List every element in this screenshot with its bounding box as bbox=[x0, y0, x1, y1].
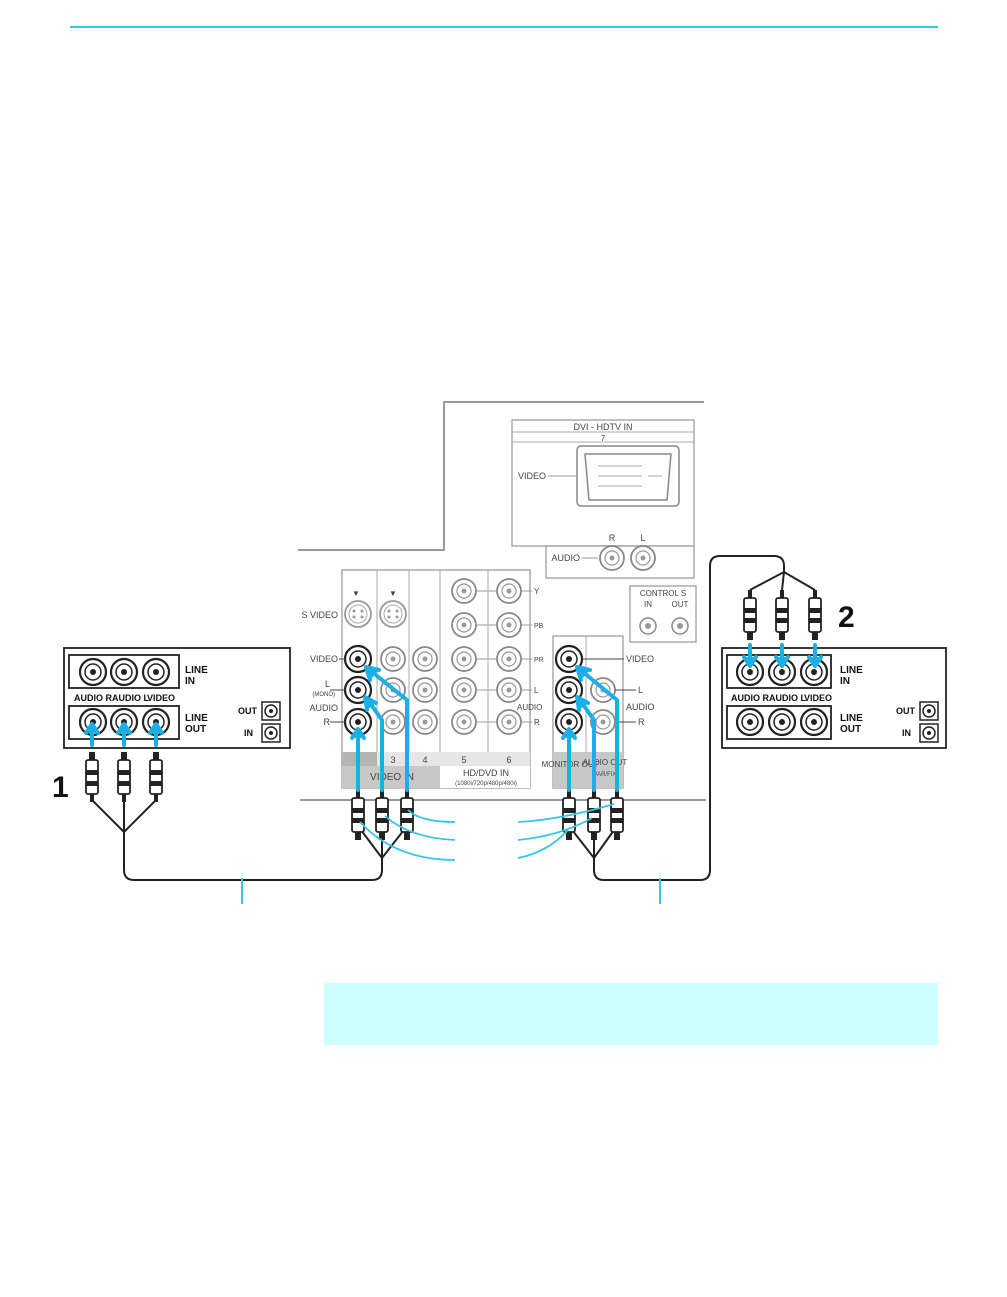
audio-out-label: AUDIO OUT bbox=[583, 758, 628, 767]
step-2-number: 2 bbox=[838, 601, 855, 634]
left-plug-video bbox=[150, 752, 162, 802]
dvi-hdtv-section: DVI - HDTV IN 7 VIDEO R L AUDIO bbox=[512, 420, 694, 578]
left-line-in-2: IN bbox=[185, 676, 195, 687]
right-line-out-2: OUT bbox=[840, 724, 861, 735]
right-in-label: IN bbox=[902, 728, 911, 738]
dvi-r-label: R bbox=[609, 533, 616, 543]
left-audio-r-label: AUDIO R bbox=[74, 693, 113, 703]
col-3-label: 3 bbox=[390, 755, 395, 765]
right-plug-video bbox=[809, 590, 821, 640]
left-line-out-1: LINE bbox=[185, 713, 208, 724]
hd-l-label: L bbox=[534, 686, 539, 695]
left-video-label: VIDEO bbox=[147, 693, 175, 703]
in-r-label: R bbox=[324, 717, 331, 727]
right-line-in-1: LINE bbox=[840, 665, 863, 676]
in-video-label: VIDEO bbox=[310, 654, 338, 664]
dvi-audio-label: AUDIO bbox=[551, 553, 580, 563]
right-video-label: VIDEO bbox=[804, 693, 832, 703]
dvi-number: 7 bbox=[601, 434, 606, 443]
pb-label: PB bbox=[534, 623, 544, 630]
plug-callouts bbox=[360, 804, 614, 860]
left-line-in-1: LINE bbox=[185, 665, 208, 676]
step-1-number: 1 bbox=[52, 771, 69, 804]
mon-plug-video bbox=[611, 790, 623, 840]
in-l-label: L bbox=[325, 679, 330, 689]
dvi-l-label: L bbox=[640, 533, 645, 543]
monitor-out-block: MONITOR OUT AUDIO OUT (VAR/FIX) VIDEO L … bbox=[542, 636, 655, 788]
left-line-out-2: OUT bbox=[185, 724, 206, 735]
mono-label: (MONO) bbox=[312, 692, 335, 698]
in-audio-label: AUDIO bbox=[309, 703, 338, 713]
dvi-video-label: VIDEO bbox=[518, 471, 546, 481]
right-audio-l-label: AUDIO L bbox=[769, 693, 807, 703]
left-plug-audio-r bbox=[86, 752, 98, 802]
pr-label: PR bbox=[534, 657, 544, 664]
mon-l-label: L bbox=[638, 685, 643, 695]
col-5-label: 5 bbox=[461, 755, 466, 765]
control-s-in-label: IN bbox=[644, 600, 652, 609]
hd-formats-label: (1080i/720p/480p/480i) bbox=[455, 781, 517, 787]
control-s-out-label: OUT bbox=[672, 600, 689, 609]
right-out-label: OUT bbox=[896, 706, 916, 716]
svg-text:▼: ▼ bbox=[352, 589, 360, 598]
right-plug-audio-l bbox=[776, 590, 788, 640]
right-line-out-1: LINE bbox=[840, 713, 863, 724]
hd-dvd-in-label: HD/DVD IN bbox=[463, 768, 509, 778]
control-s-label: CONTROL S bbox=[640, 589, 686, 598]
right-audio-r-label: AUDIO R bbox=[731, 693, 770, 703]
tv-in-plug-r bbox=[352, 790, 364, 840]
hd-r-label: R bbox=[534, 718, 540, 727]
hd-audio-label: AUDIO bbox=[517, 703, 542, 712]
col-6-label: 6 bbox=[506, 755, 511, 765]
dvi-title: DVI - HDTV IN bbox=[573, 422, 632, 432]
mon-video-label: VIDEO bbox=[626, 654, 654, 664]
mon-plug-l bbox=[588, 790, 600, 840]
left-in-label: IN bbox=[244, 728, 253, 738]
svg-text:▼: ▼ bbox=[389, 589, 397, 598]
left-audio-l-label: AUDIO L bbox=[112, 693, 150, 703]
control-s-section: CONTROL S IN OUT bbox=[630, 586, 696, 642]
col-4-label: 4 bbox=[422, 755, 427, 765]
mon-audio-label: AUDIO bbox=[626, 702, 655, 712]
right-line-in-2: IN bbox=[840, 676, 850, 687]
note-box bbox=[324, 983, 938, 1045]
left-plug-audio-l bbox=[118, 752, 130, 802]
video-input-block: 3 4 5 6 VIDEO IN HD/DVD IN (1080i/720p/4… bbox=[301, 570, 543, 788]
y-label: Y bbox=[534, 587, 540, 596]
s-video-label: S VIDEO bbox=[301, 610, 338, 620]
right-device: AUDIO R AUDIO L VIDEO LINE IN LINE OUT O… bbox=[722, 648, 946, 748]
mon-r-label: R bbox=[638, 717, 645, 727]
right-plug-audio-r bbox=[744, 590, 756, 640]
left-out-label: OUT bbox=[238, 706, 258, 716]
tv-in-plug-l bbox=[376, 790, 388, 840]
